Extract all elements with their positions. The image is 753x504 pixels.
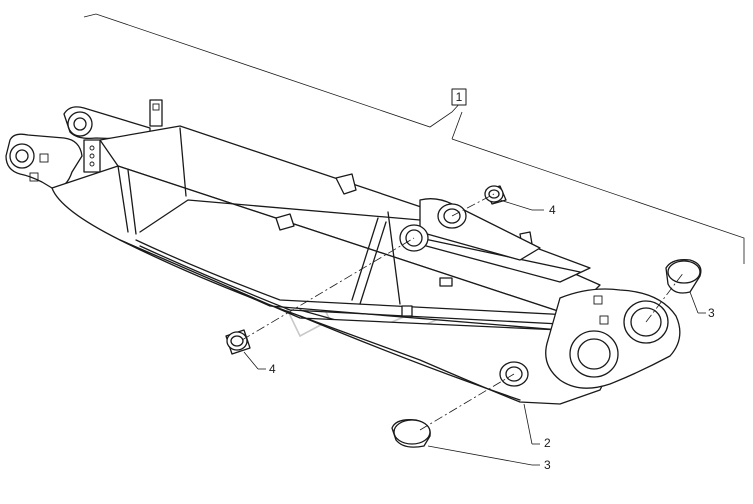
assembly-axes [241,193,685,431]
callout-1: 1 [451,88,467,106]
callout-2-label: 2 [544,436,551,450]
callout-3-right-label: 3 [708,306,715,320]
assembly-bracket [83,13,745,264]
boom-arm [5,99,681,405]
leader-lines [243,199,706,466]
callout-4-left-label: 4 [269,362,276,376]
sleeve-lower [391,419,431,448]
sleeve-right [665,259,702,294]
callout-4-upper-label: 4 [549,203,556,217]
callout-3-lower-label: 3 [544,458,551,472]
bushing-left [225,329,251,355]
callout-1-label: 1 [456,90,463,104]
